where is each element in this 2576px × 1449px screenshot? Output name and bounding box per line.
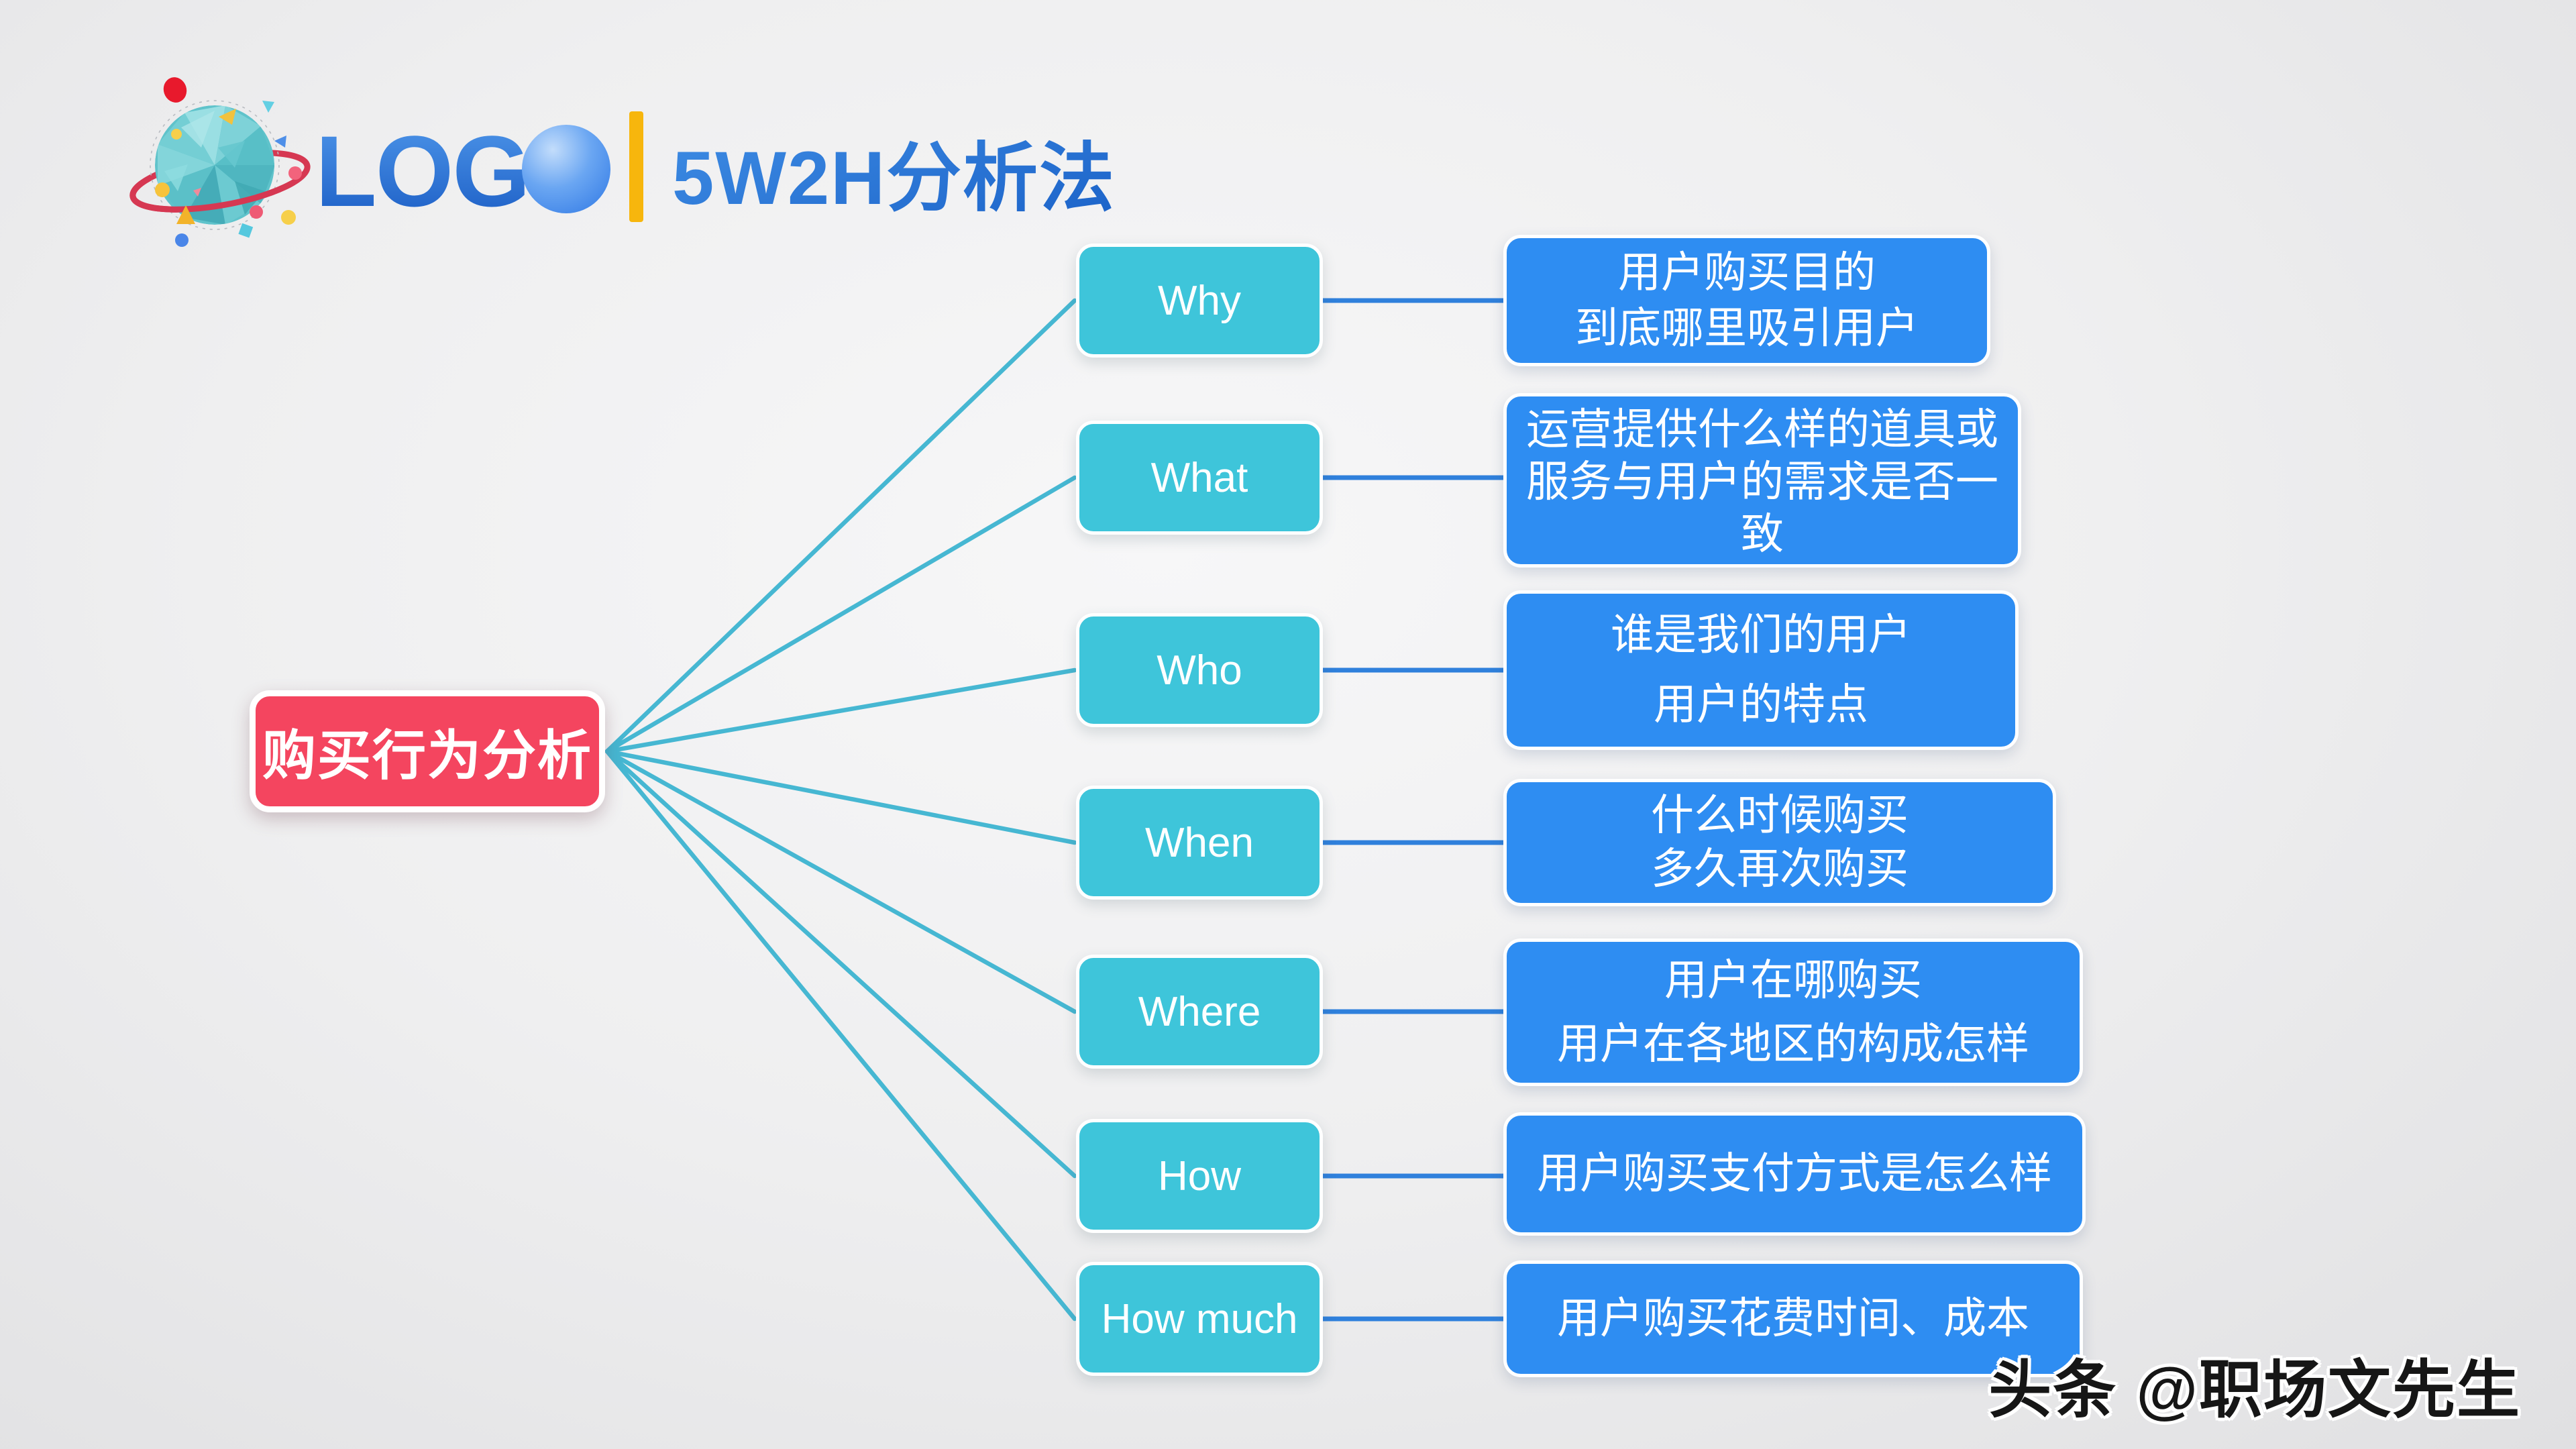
detail-node-where: 用户在哪购买 用户在各地区的构成怎样	[1503, 938, 2083, 1086]
branch-node-what: What	[1076, 421, 1323, 535]
fan-lines	[604, 298, 1077, 1322]
branch-node-when: When	[1076, 786, 1323, 900]
branch-node-how: How	[1076, 1119, 1323, 1233]
detail-text: 用户在哪购买	[1664, 955, 1922, 1004]
detail-node-who: 谁是我们的用户 用户的特点	[1503, 590, 2019, 750]
detail-node-why: 用户购买目的 到底哪里吸引用户	[1503, 235, 1990, 366]
branch-node-where: Where	[1076, 955, 1323, 1069]
detail-text: 什么时候购买	[1651, 791, 1909, 840]
detail-text: 运营提供什么样的道具或	[1526, 405, 1998, 453]
detail-text: 用户购买支付方式是怎么样	[1537, 1149, 2052, 1198]
root-node: 购买行为分析	[250, 690, 605, 812]
detail-text: 用户购买目的	[1618, 248, 1876, 297]
logo-sphere-o-icon	[522, 125, 610, 213]
detail-text: 致	[1741, 510, 1784, 559]
lowpoly-globe	[155, 105, 274, 225]
detail-node-how: 用户购买支付方式是怎么样	[1503, 1112, 2086, 1236]
detail-text: 用户购买花费时间、成本	[1557, 1294, 2029, 1343]
detail-text: 用户在各地区的构成怎样	[1557, 1019, 2029, 1068]
detail-text: 多久再次购买	[1651, 845, 1909, 894]
detail-text: 谁是我们的用户	[1611, 610, 1911, 659]
detail-text: 用户的特点	[1654, 680, 1868, 729]
detail-node-what: 运营提供什么样的道具或 服务与用户的需求是否一 致	[1503, 393, 2021, 568]
detail-node-when: 什么时候购买 多久再次购买	[1503, 779, 2056, 906]
detail-text: 到底哪里吸引用户	[1575, 303, 1919, 352]
logo-wordmark: LOG	[315, 115, 531, 227]
orbit-ring-front	[129, 181, 295, 213]
branch-detail-connectors	[1318, 298, 1510, 1322]
globe-logo-icon	[129, 77, 311, 247]
branch-node-who: Who	[1076, 613, 1323, 727]
confetti-dots	[155, 77, 302, 247]
page-title: 5W2H分析法	[672, 131, 1116, 225]
watermark: 头条 @职场文先生	[1988, 1354, 2521, 1425]
dashed-halo	[150, 100, 280, 230]
detail-text: 服务与用户的需求是否一	[1526, 458, 1998, 506]
detail-node-howmuch: 用户购买花费时间、成本	[1503, 1260, 2083, 1377]
title-divider-bar	[629, 111, 643, 222]
branch-node-howmuch: How much	[1076, 1262, 1323, 1376]
branch-node-why: Why	[1076, 244, 1323, 358]
